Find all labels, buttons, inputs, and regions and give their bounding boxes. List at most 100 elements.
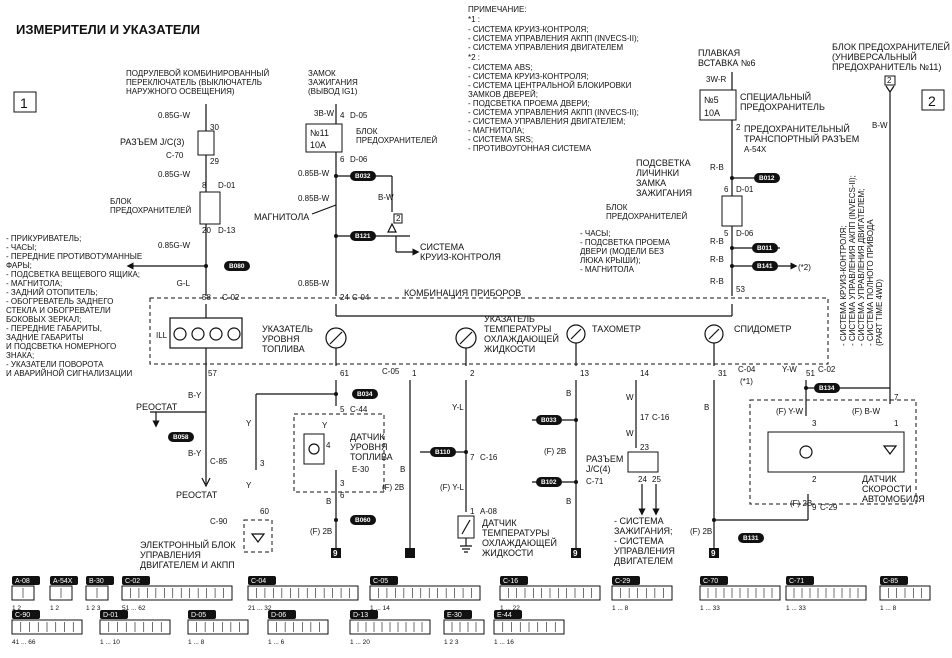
legend-connector-name: E-30 bbox=[447, 612, 462, 619]
legend-connector-name: E-44 bbox=[497, 612, 512, 619]
wire-label: R-B bbox=[710, 163, 724, 172]
label-line: ПРЕДОХРАНИТЕЛЬНЫЙ bbox=[744, 123, 850, 134]
label-line: РАЗЪЕМ bbox=[586, 454, 623, 464]
pin-label: 29 bbox=[210, 157, 219, 166]
bulb-icon bbox=[209, 327, 223, 341]
label-line: БЛОК ПРЕДОХРАНИТЕЛЕЙ bbox=[832, 41, 950, 52]
legend-tag bbox=[444, 610, 472, 619]
note-item: - СИСТЕМА КРУИЗ-КОНТРОЛЯ; bbox=[468, 25, 589, 34]
pin-label: 7 bbox=[470, 453, 475, 462]
pin-label: 1 bbox=[412, 369, 417, 378]
label-line: ЖИДКОСТИ bbox=[482, 548, 533, 558]
label-line: ПОДРУЛЕВОЙ КОМБИНИРОВАННЫЙ bbox=[126, 69, 269, 78]
sheet-ref-2b bbox=[884, 75, 896, 86]
label-line: - ПЕРЕДНИЕ ПРОТИВОТУМАННЫЕ bbox=[6, 252, 142, 261]
wire-label: G-L bbox=[177, 279, 191, 288]
junction-dot bbox=[730, 176, 734, 180]
label-line: ПРЕДОХРАНИТЕЛЬ bbox=[740, 102, 825, 112]
junction-dot bbox=[730, 246, 734, 250]
gauge-needle bbox=[459, 331, 473, 345]
pin-label: 23 bbox=[640, 443, 649, 452]
legend-connector-body bbox=[267, 619, 329, 635]
footnote-ref: (*2) bbox=[798, 263, 811, 272]
bubble-text: B110 bbox=[435, 449, 451, 456]
legend-connector-name: C-29 bbox=[615, 578, 630, 585]
label-line: ТОПЛИВА bbox=[350, 452, 393, 462]
note-item: - СИСТЕМА УПРАВЛЕНИЯ АКПП (INVECS-II); bbox=[468, 108, 639, 117]
legend-tag bbox=[350, 610, 378, 619]
note-item: - СИСТЕМА КРУИЗ-КОНТРОЛЯ; bbox=[468, 72, 589, 81]
sensor-float-icon bbox=[308, 443, 320, 455]
legend-connector-name: D-06 bbox=[271, 612, 286, 619]
label-line: (ВЫВОД IG1) bbox=[308, 87, 358, 96]
label-line: ЗАЖИГАНИЯ bbox=[308, 78, 358, 87]
sheet-number-1: 1 bbox=[20, 95, 28, 111]
label-line: - ЗАДНИЙ ОТОПИТЕЛЬ; bbox=[6, 288, 98, 297]
legend-pins: 1 ... 22 bbox=[500, 605, 520, 612]
wire-label: (F) 2B bbox=[310, 527, 332, 536]
legend-connector-name: D-05 bbox=[191, 612, 206, 619]
wire-label: B bbox=[704, 403, 709, 412]
bulb-icon bbox=[173, 327, 187, 341]
connector-tag: C-16 bbox=[652, 413, 670, 422]
ground-icon bbox=[405, 548, 415, 558]
legend-connector-name: C-02 bbox=[125, 578, 140, 585]
pin-label: 1 bbox=[470, 507, 475, 516]
wire-label: W bbox=[626, 393, 634, 402]
ground-icon bbox=[331, 548, 341, 558]
junction-dot bbox=[204, 264, 208, 268]
legend-pins: 21 ... 32 bbox=[248, 605, 272, 612]
wire-label: Y-W bbox=[782, 365, 797, 374]
label-line: ДВИГАТЕЛЕМ bbox=[614, 556, 673, 566]
junction-dot bbox=[804, 386, 808, 390]
legend-connector-name: D-01 bbox=[103, 612, 118, 619]
connector-tag: C-16 bbox=[480, 453, 498, 462]
label-line: J/C(4) bbox=[586, 464, 611, 474]
legend-connector-name: C-70 bbox=[703, 578, 718, 585]
sheet-ref-2 bbox=[393, 213, 403, 224]
connector-tag: C-29 bbox=[820, 503, 838, 512]
connector-tag: E-30 bbox=[352, 465, 369, 474]
bubble-text: B058 bbox=[173, 434, 189, 441]
label-line: КРУИЗ-КОНТРОЛЯ bbox=[420, 252, 501, 262]
pin-label: 30 bbox=[210, 123, 219, 132]
jc3-connector bbox=[197, 130, 215, 156]
fuel-sensor-element bbox=[303, 433, 325, 465]
bubble-b034 bbox=[352, 389, 378, 399]
temp-sensor-label: ДАТЧИК ТЕМПЕРАТУРЫ ОХЛАЖДАЮЩЕЙ ЖИДКОСТИ bbox=[482, 518, 557, 558]
label-line: УПРАВЛЕНИЯ bbox=[140, 550, 201, 560]
fuse-number: №5 bbox=[704, 95, 719, 105]
pin-label: 25 bbox=[652, 475, 661, 484]
legend-pins: 1 ... 16 bbox=[494, 639, 514, 646]
ground-number: 9 bbox=[573, 549, 578, 558]
wire-label: (F) Y-W bbox=[776, 407, 804, 416]
rheostat1-label: РЕОСТАТ bbox=[136, 402, 178, 412]
connector-tag: C-05 bbox=[382, 367, 400, 376]
note-item: - СИСТЕМА SRS; bbox=[468, 135, 533, 144]
note-mark-1: *1 : bbox=[468, 15, 480, 24]
label-line: ЗАЖИГАНИЯ; bbox=[614, 526, 672, 536]
label-line: ТРАНСПОРТНЫЙ РАЗЪЕМ bbox=[744, 133, 859, 144]
legend-connector-name: B-30 bbox=[89, 578, 104, 585]
fuse-amperage: 10A bbox=[704, 108, 720, 118]
label-line: СКОРОСТИ bbox=[862, 484, 912, 494]
label-line: УКАЗАТЕЛЬ bbox=[262, 324, 313, 334]
wire-label: R-B bbox=[710, 237, 724, 246]
connector-tag: D-05 bbox=[350, 111, 368, 120]
sheet-number-2-box bbox=[921, 89, 945, 111]
bubble-b121 bbox=[350, 231, 376, 241]
sheet-number-2: 2 bbox=[928, 93, 936, 109]
speed-sensor-label: ДАТЧИК СКОРОСТИ АВТОМОБИЛЯ bbox=[862, 474, 925, 504]
wire-label: B-W bbox=[378, 193, 394, 202]
label-line: УПРАВЛЕНИЯ bbox=[614, 546, 675, 556]
note-item: - СИСТЕМА ЦЕНТРАЛЬНОЙ БЛОКИРОВКИ bbox=[468, 81, 632, 90]
label-line: ЭЛЕКТРОННЫЙ БЛОК bbox=[140, 539, 236, 550]
label-line: ПРЕДОХРАНИТЕЛЕЙ bbox=[110, 206, 192, 215]
wire-label: (F) B-W bbox=[852, 407, 880, 416]
pin-label: 2 bbox=[812, 475, 817, 484]
label-line: - УКАЗАТЕЛИ ПОВОРОТА bbox=[6, 360, 104, 369]
pin-label: 2 bbox=[887, 76, 892, 85]
gauge-needle bbox=[329, 331, 343, 345]
diode-icon bbox=[882, 445, 898, 455]
legend-pins: 1 2 bbox=[12, 605, 21, 612]
